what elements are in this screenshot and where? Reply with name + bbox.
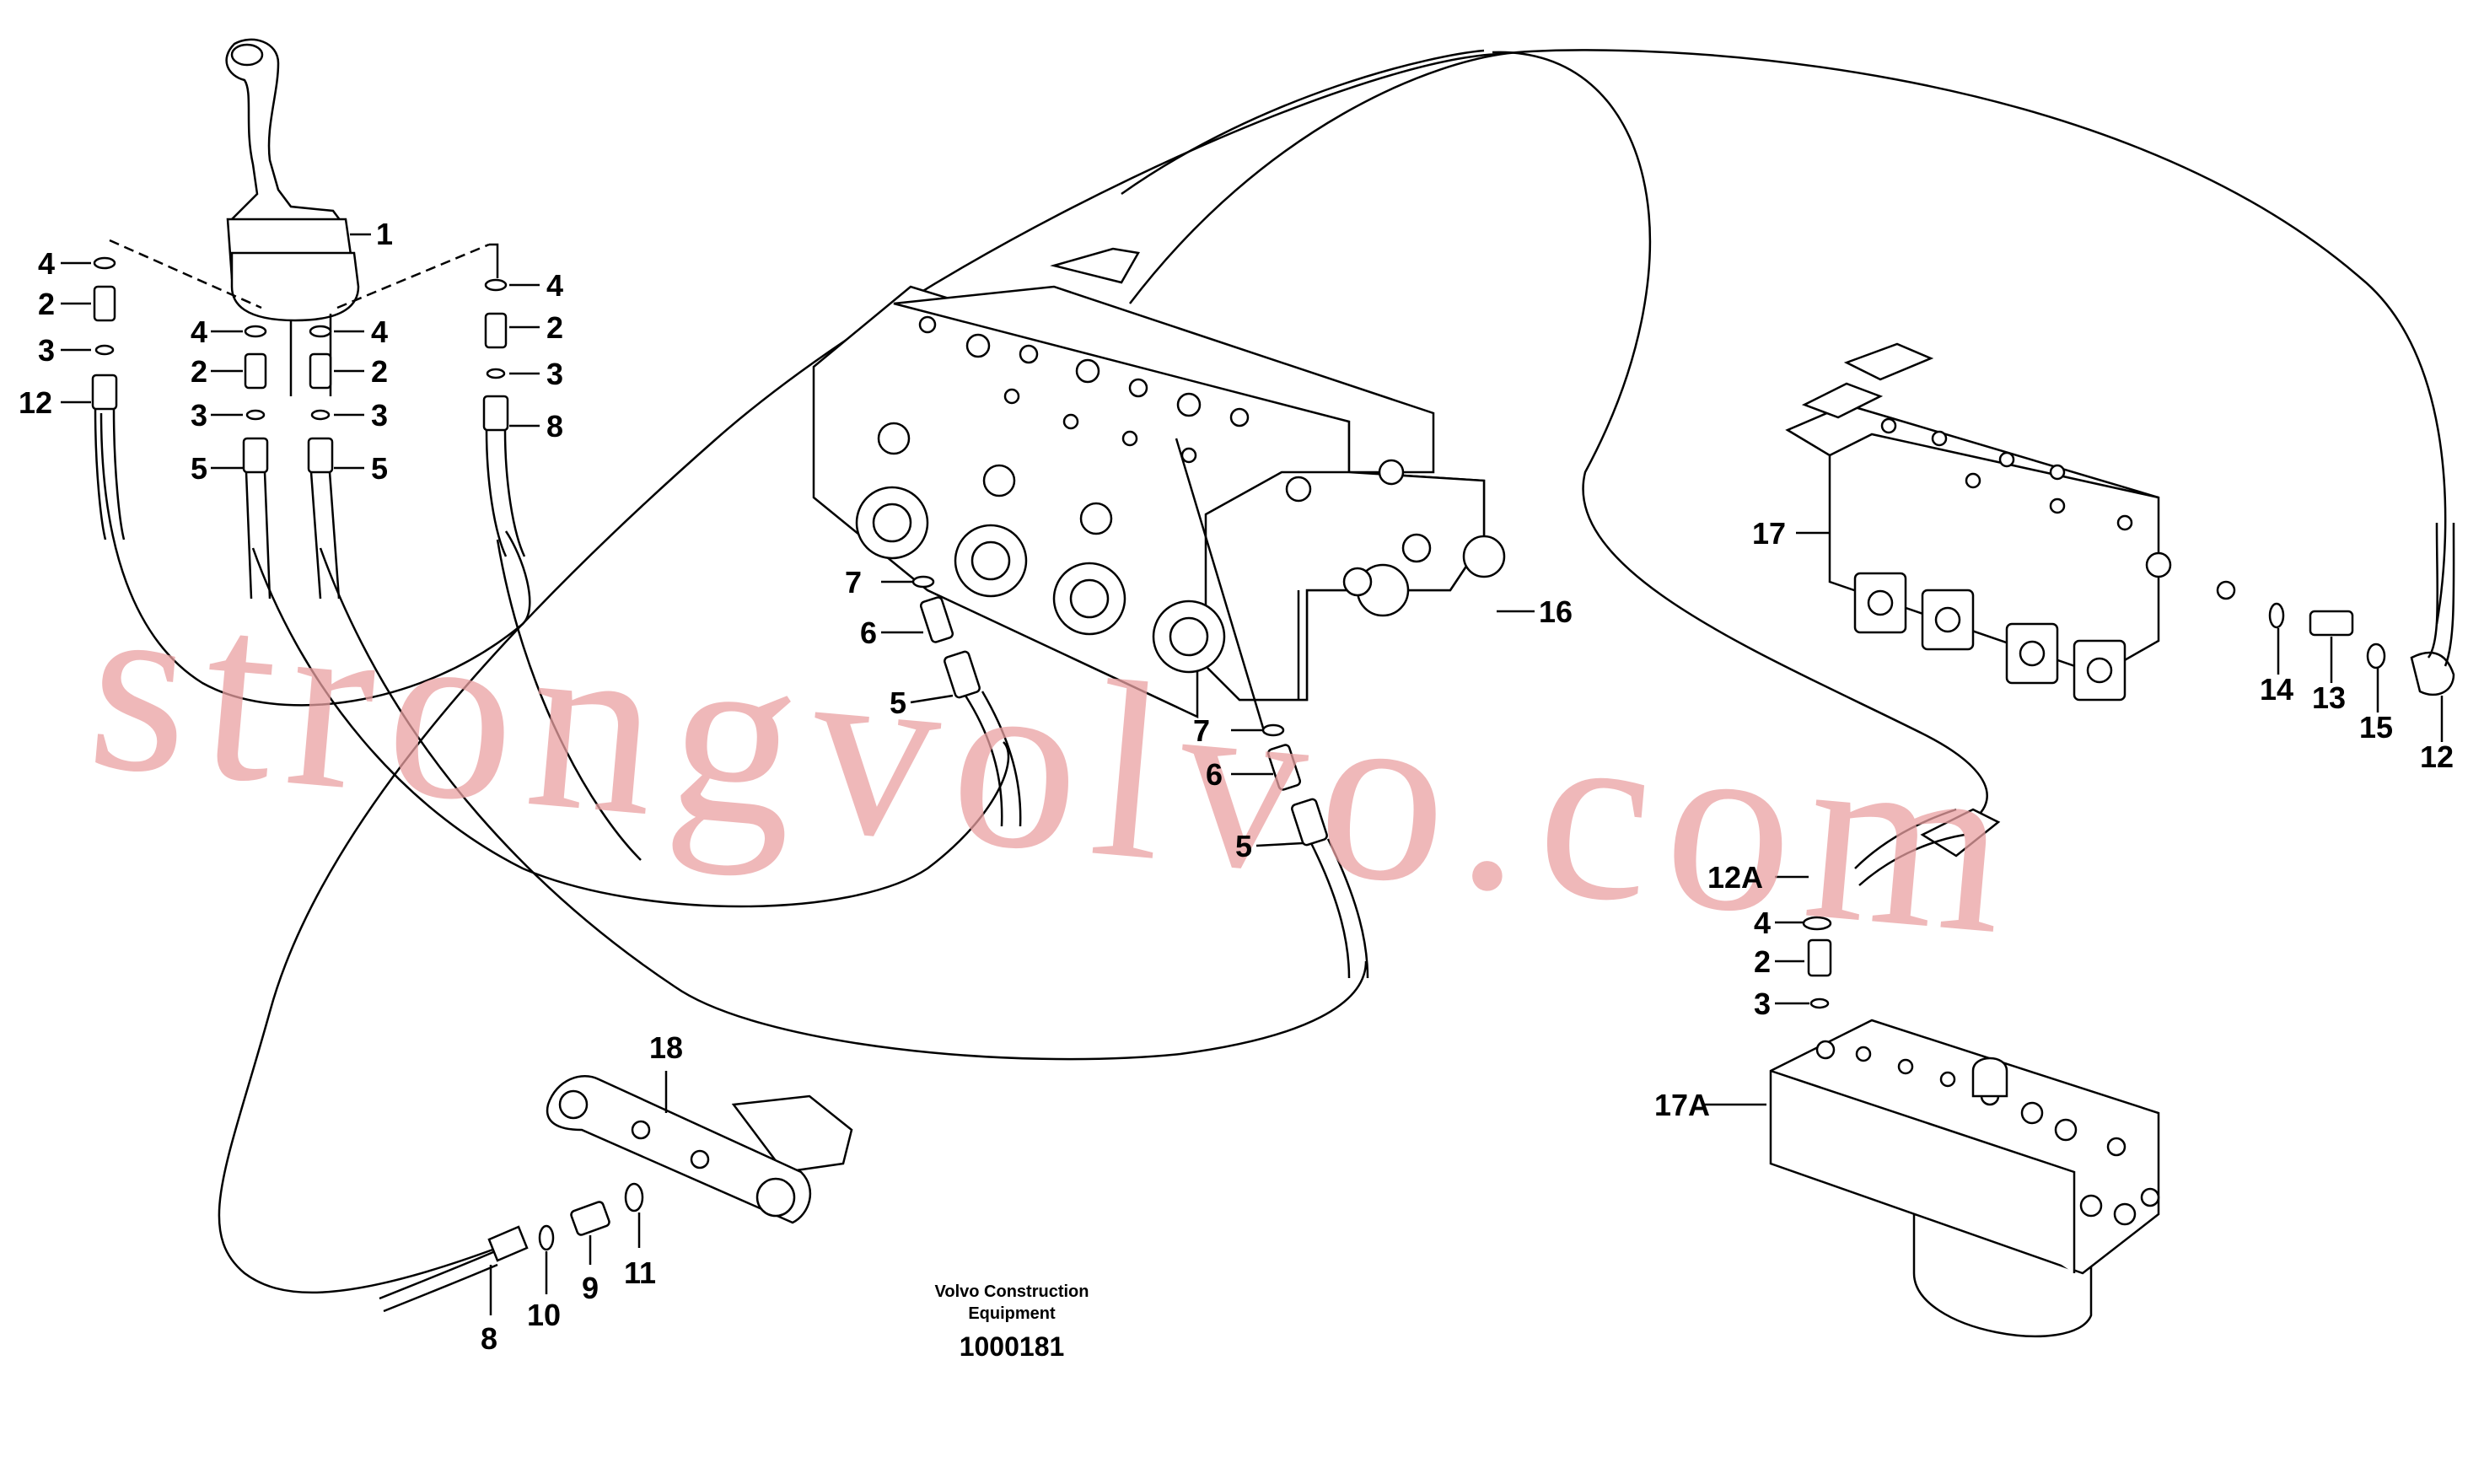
part-labels: 1 4 2 3 12 4 2 3 5 4 2 3 5 4 2 3 8 7 6 5… bbox=[19, 217, 2454, 1356]
label-15: 15 bbox=[2359, 710, 2393, 745]
label-5-e: 5 bbox=[890, 686, 906, 720]
label-3-c: 3 bbox=[371, 398, 388, 433]
label-12-r: 12 bbox=[2420, 739, 2454, 774]
label-17: 17 bbox=[1752, 516, 1786, 551]
label-11: 11 bbox=[624, 1255, 656, 1290]
diagram-caption: Volvo Construction Equipment 1000181 bbox=[935, 1282, 1089, 1362]
label-7-a: 7 bbox=[845, 565, 862, 600]
hose-routes bbox=[99, 49, 2447, 1294]
fitting-stack-3 bbox=[307, 325, 341, 600]
pilot-joystick bbox=[109, 38, 499, 396]
label-3-e: 3 bbox=[1754, 987, 1771, 1021]
caption-line-2: Equipment bbox=[968, 1304, 1056, 1323]
label-17A: 17A bbox=[1654, 1088, 1710, 1122]
label-9: 9 bbox=[582, 1271, 599, 1305]
fitting-stack-4 bbox=[482, 278, 526, 557]
label-7-b: 7 bbox=[1193, 713, 1210, 748]
label-3-a: 3 bbox=[38, 333, 55, 368]
label-2-a: 2 bbox=[38, 287, 55, 321]
label-3-b: 3 bbox=[191, 398, 207, 433]
label-2-e: 2 bbox=[1754, 944, 1771, 979]
label-2-d: 2 bbox=[546, 310, 563, 345]
label-4-d: 4 bbox=[546, 268, 563, 303]
label-8-b: 8 bbox=[481, 1321, 497, 1356]
label-14: 14 bbox=[2260, 672, 2293, 707]
label-6-a: 6 bbox=[860, 616, 877, 650]
label-5-b: 5 bbox=[191, 451, 207, 486]
caption-line-1: Volvo Construction bbox=[935, 1282, 1089, 1301]
solenoid-valve-17 bbox=[1785, 342, 2236, 702]
label-1: 1 bbox=[376, 217, 393, 251]
fitting-stack-2 bbox=[242, 325, 272, 600]
valve-fitting-b bbox=[1261, 723, 1369, 979]
label-5-f: 5 bbox=[1235, 829, 1252, 863]
label-13: 13 bbox=[2312, 680, 2346, 715]
valve-block-17A bbox=[1769, 808, 2160, 1338]
label-4-c: 4 bbox=[371, 315, 388, 349]
label-10: 10 bbox=[527, 1298, 561, 1332]
label-8-d: 8 bbox=[546, 409, 563, 444]
label-6-b: 6 bbox=[1206, 757, 1223, 792]
control-valve-block bbox=[812, 247, 1506, 734]
fitting-stack-1 bbox=[91, 256, 126, 540]
manifold-18 bbox=[379, 1075, 853, 1313]
leader-lines bbox=[61, 233, 2444, 1315]
label-2-c: 2 bbox=[371, 354, 388, 389]
label-5-c: 5 bbox=[371, 451, 388, 486]
label-4-a: 4 bbox=[38, 246, 55, 281]
label-4-b: 4 bbox=[191, 315, 207, 349]
label-3-d: 3 bbox=[546, 357, 563, 391]
right-fittings bbox=[2268, 522, 2455, 696]
valve-fitting-a bbox=[911, 575, 1022, 827]
caption-number: 1000181 bbox=[960, 1331, 1065, 1362]
label-4-e: 4 bbox=[1754, 906, 1771, 940]
label-2-b: 2 bbox=[191, 354, 207, 389]
label-12A: 12A bbox=[1707, 860, 1763, 895]
label-12-a: 12 bbox=[19, 385, 52, 420]
label-16: 16 bbox=[1539, 594, 1573, 629]
label-18: 18 bbox=[649, 1030, 683, 1065]
